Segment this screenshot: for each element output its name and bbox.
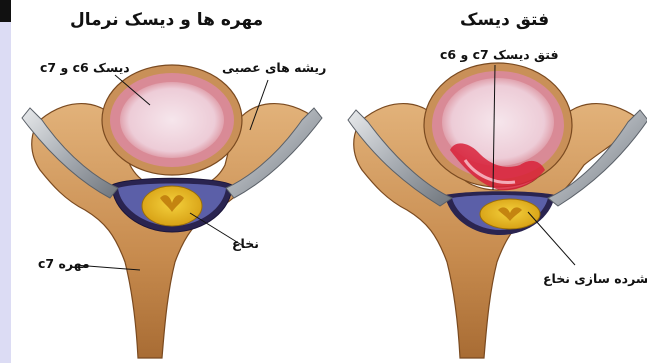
left-figure-title: مهره ها و دیسک نرمال: [70, 10, 263, 30]
right-figure-title: فتق دیسک: [460, 10, 549, 30]
herniated-vertebra-figure: [348, 63, 647, 358]
label-cord-compression: فشرده سازی نخاع: [543, 271, 647, 286]
label-vertebra: مهره c7: [38, 256, 90, 271]
label-nerve-roots: ریشه های عصبی: [222, 60, 326, 75]
normal-vertebra-figure: [22, 65, 322, 358]
label-spinal-cord: نخاع: [232, 236, 259, 251]
label-herniated-disc: فتق دیسک c7 و c6: [440, 47, 559, 62]
label-normal-disc: دیسک c6 و c7: [40, 60, 130, 75]
